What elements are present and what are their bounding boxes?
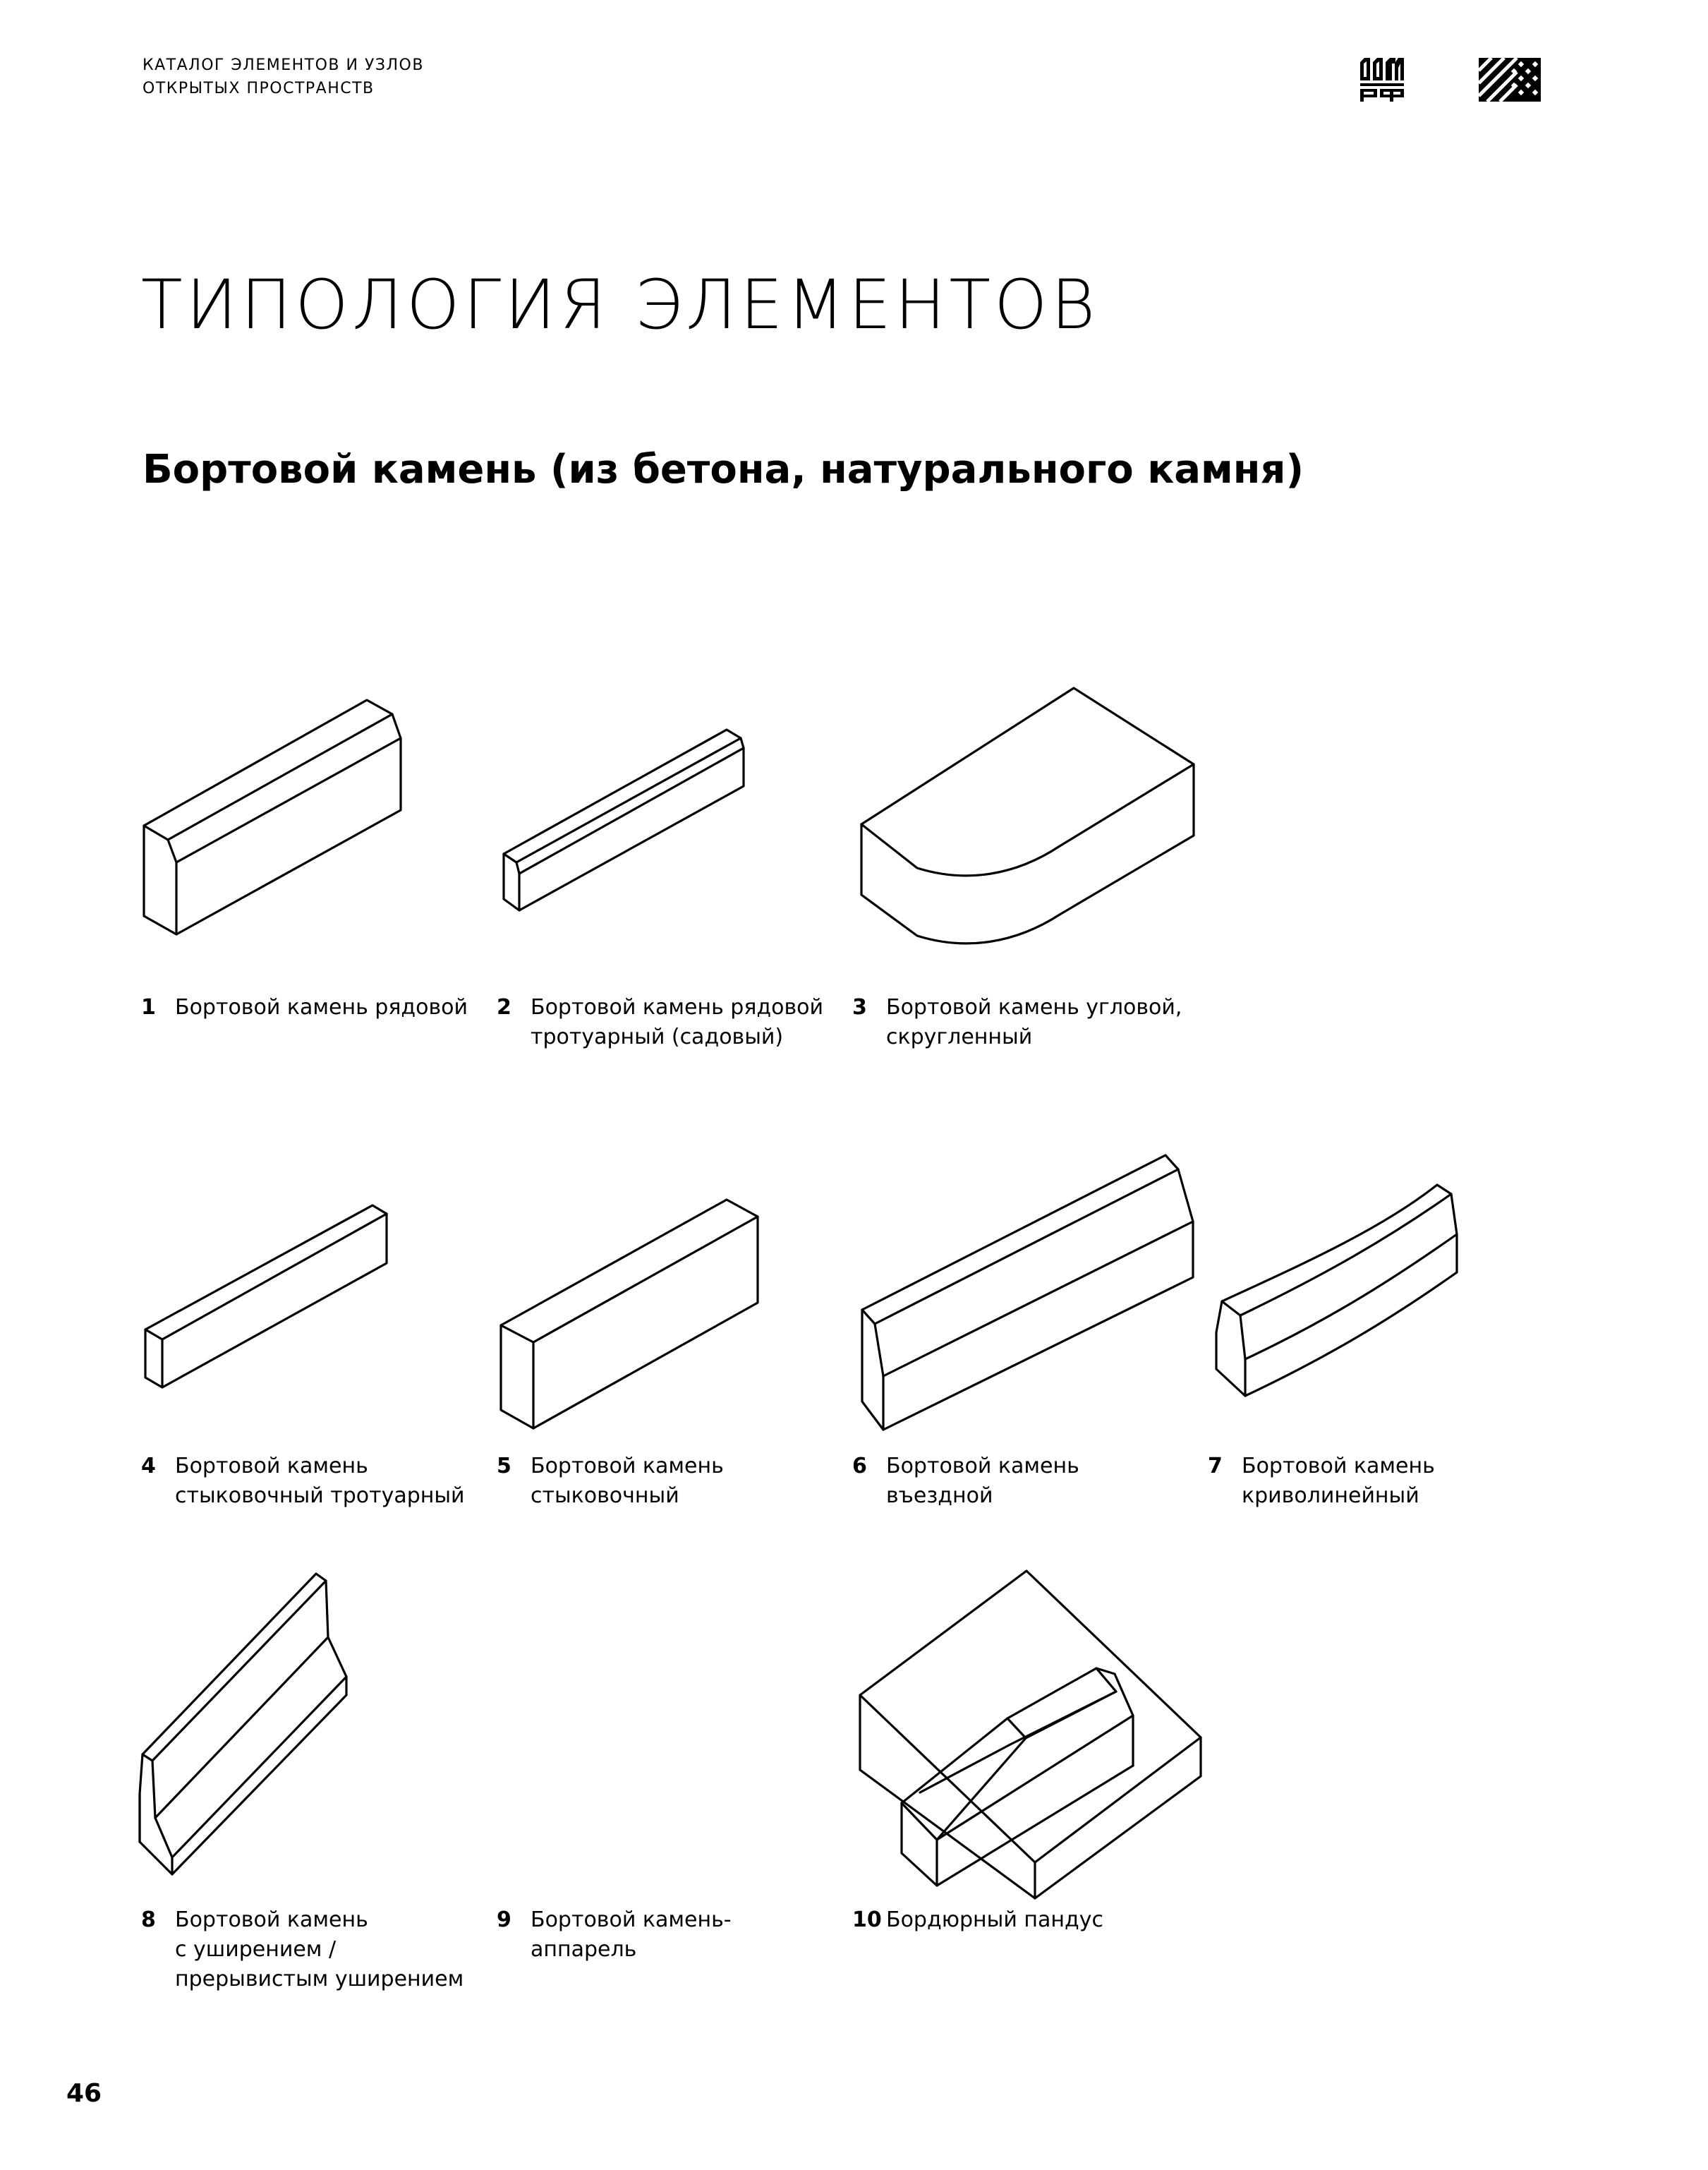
caption-item-4: 4 Бортовой камень стыковочный тротуарный [141, 1452, 465, 1511]
caption-text: Бортовой камень криволинейный [1242, 1454, 1435, 1508]
caption-item-8: 8 Бортовой камень с уширением / прерывис… [141, 1905, 464, 1994]
page-title: ТИПОЛОГИЯ ЭЛЕМЕНТОВ [141, 265, 1099, 344]
caption-number: 7 [1208, 1454, 1223, 1478]
caption-text: Бортовой камень рядовой [175, 995, 468, 1020]
running-head-line-2: ОТКРЫТЫХ ПРОСТРАНСТВ [143, 80, 375, 97]
caption-item-2: 2 Бортовой камень рядовой тротуарный (са… [497, 993, 823, 1052]
caption-number: 1 [141, 995, 156, 1020]
caption-number: 10 [852, 1907, 882, 1932]
page-number: 46 [66, 2079, 102, 2108]
caption-number: 6 [852, 1454, 867, 1478]
dom-rf-logo-icon [1360, 58, 1404, 102]
caption-item-5: 5 Бортовой камень стыковочный [497, 1452, 724, 1511]
caption-text: Бортовой камень стыковочный [531, 1454, 724, 1508]
caption-text: Бортовой камень въездной [886, 1454, 1079, 1508]
curb-stone-driveway-drawing [861, 1154, 1194, 1431]
caption-number: 5 [497, 1454, 511, 1478]
curb-stone-joining-sidewalk-drawing [144, 1204, 388, 1389]
caption-item-9: 9 Бортовой камень- аппарель [497, 1905, 732, 1965]
curb-stone-garden-drawing [502, 728, 745, 912]
caption-text: Бортовой камень с уширением / прерывисты… [175, 1907, 464, 1991]
caption-item-3: 3 Бортовой камень угловой, скругленный [852, 993, 1182, 1052]
caption-text: Бортовой камень рядовой тротуарный (садо… [531, 995, 824, 1049]
curb-stone-corner-rounded-drawing [860, 687, 1195, 945]
curb-stone-joining-drawing [499, 1198, 759, 1430]
caption-item-1: 1 Бортовой камень рядовой [141, 993, 468, 1023]
caption-number: 4 [141, 1454, 156, 1478]
curb-stone-ramp-drawing [900, 1667, 1134, 1887]
caption-item-7: 7 Бортовой камень криволинейный [1208, 1452, 1435, 1511]
caption-number: 3 [852, 995, 867, 1020]
caption-text: Бордюрный пандус [886, 1907, 1103, 1932]
curb-stone-widened-drawing [138, 1572, 348, 1876]
pattern-logo-icon [1477, 56, 1541, 103]
caption-text: Бортовой камень стыковочный тротуарный [175, 1454, 465, 1508]
caption-number: 2 [497, 995, 511, 1020]
caption-number: 8 [141, 1907, 156, 1932]
caption-item-6: 6 Бортовой камень въездной [852, 1452, 1079, 1511]
caption-number: 9 [497, 1907, 511, 1932]
caption-text: Бортовой камень угловой, скругленный [886, 995, 1182, 1049]
caption-text: Бортовой камень- аппарель [531, 1907, 732, 1962]
caption-item-10: 10 Бордюрный пандус [852, 1905, 1103, 1935]
curb-stone-ordinary-drawing [143, 699, 402, 936]
running-head: КАТАЛОГ ЭЛЕМЕНТОВ И УЗЛОВ ОТКРЫТЫХ ПРОСТ… [143, 54, 424, 100]
curb-stone-curved-drawing [1215, 1183, 1458, 1397]
curb-ramp-drawing [859, 1569, 1202, 1900]
logos [1357, 55, 1541, 107]
section-title: Бортовой камень (из бетона, натурального… [143, 447, 1304, 493]
running-head-line-1: КАТАЛОГ ЭЛЕМЕНТОВ И УЗЛОВ [143, 56, 424, 74]
